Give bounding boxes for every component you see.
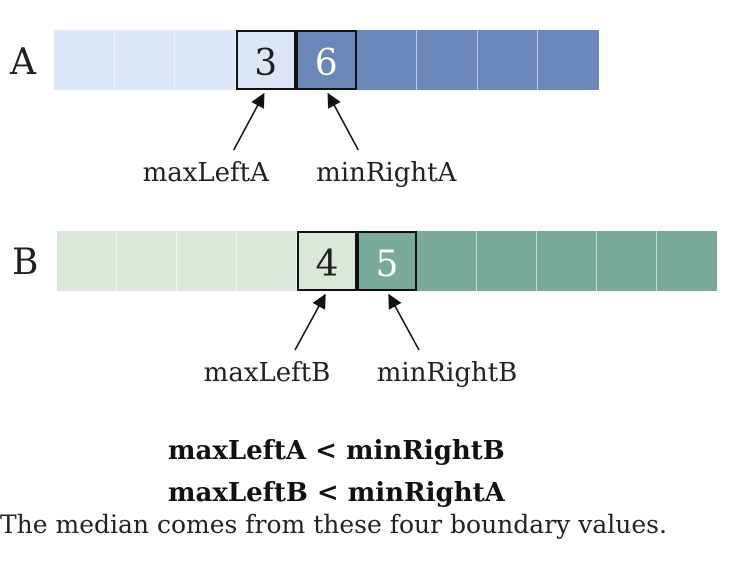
condition-1: maxLeftA < minRightB <box>168 436 505 466</box>
array-b-cell-8 <box>537 231 597 291</box>
array-a-cell-1 <box>114 30 175 90</box>
array-b-cell-9 <box>597 231 657 291</box>
array-a-cell-2 <box>175 30 236 90</box>
cell-value: 5 <box>375 243 399 285</box>
array-b-cell-5: 5 <box>357 231 417 291</box>
array-b-cell-1 <box>117 231 177 291</box>
array-a-cell-8 <box>538 30 599 90</box>
pointer-arrows <box>233 92 420 351</box>
arrow-minRightB <box>388 293 420 351</box>
array-a-cell-5 <box>356 30 417 90</box>
pointer-label-minRightB: minRightB <box>376 358 518 388</box>
pointer-label-maxLeftB: maxLeftB <box>203 358 331 388</box>
array-a-cell-4: 6 <box>296 30 357 90</box>
pointer-label-maxLeftA: maxLeftA <box>142 158 269 188</box>
row-label-a: A <box>10 42 36 83</box>
array-a-cell-0 <box>54 30 115 90</box>
array-b-cell-2 <box>177 231 237 291</box>
array-a-cell-7 <box>477 30 538 90</box>
cell-value: 4 <box>315 243 339 285</box>
array-b-cell-7 <box>477 231 537 291</box>
caption: The median comes from these four boundar… <box>0 510 667 539</box>
array-b-cell-6 <box>417 231 477 291</box>
row-label-b: B <box>12 242 39 283</box>
array-a-cell-3: 3 <box>235 30 296 90</box>
array-a-cell-6 <box>417 30 478 90</box>
condition-2: maxLeftB < minRightA <box>168 478 505 508</box>
array-b-cell-3 <box>237 231 297 291</box>
arrow-maxLeftB <box>294 293 326 351</box>
arrow-minRightA <box>327 92 359 151</box>
array-b-cell-0 <box>57 231 117 291</box>
array-b-cell-10 <box>657 231 717 291</box>
array-b-cell-4: 4 <box>297 231 357 291</box>
cell-value: 6 <box>314 42 338 84</box>
arrow-maxLeftA <box>233 92 265 151</box>
pointer-label-minRightA: minRightA <box>316 158 457 188</box>
cell-value: 3 <box>254 42 278 84</box>
